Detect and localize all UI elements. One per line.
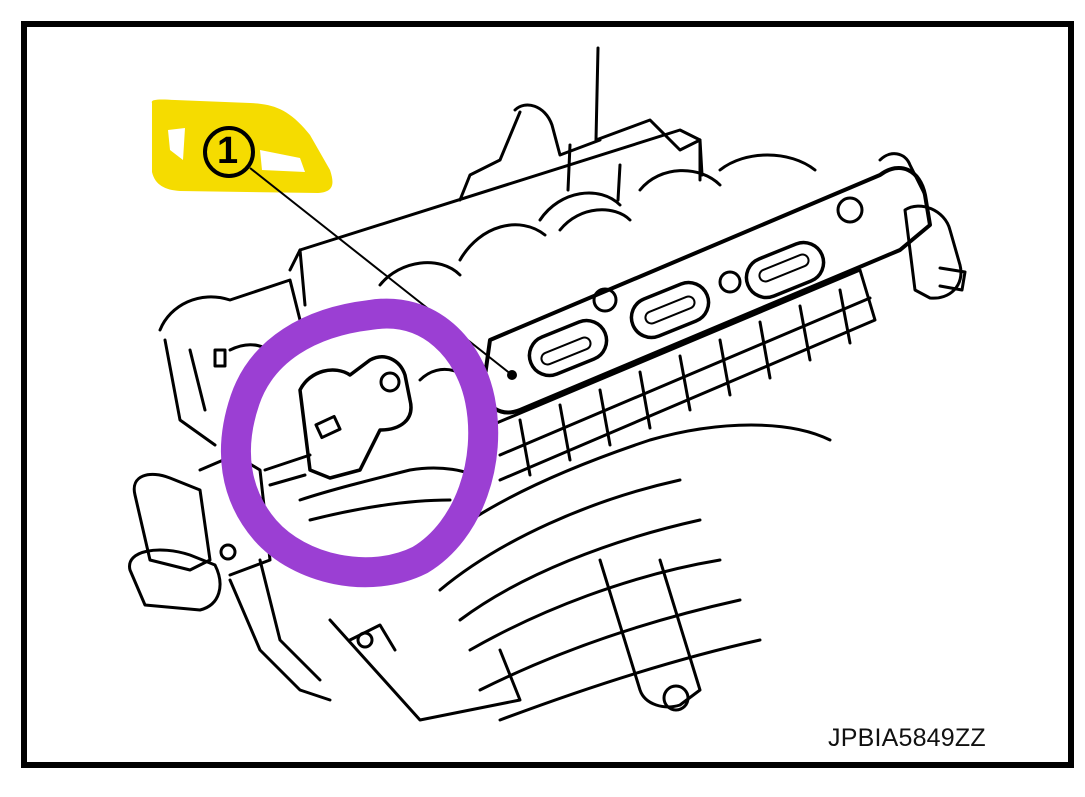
leader-point — [507, 370, 517, 380]
figure-code-caption: JPBIA5849ZZ — [828, 724, 986, 752]
yellow-highlight — [151, 99, 333, 193]
callout-1 — [203, 126, 255, 178]
purple-circle-annotation — [220, 298, 499, 588]
callout-number: 1 — [217, 130, 239, 172]
manifold-outline — [128, 46, 967, 722]
